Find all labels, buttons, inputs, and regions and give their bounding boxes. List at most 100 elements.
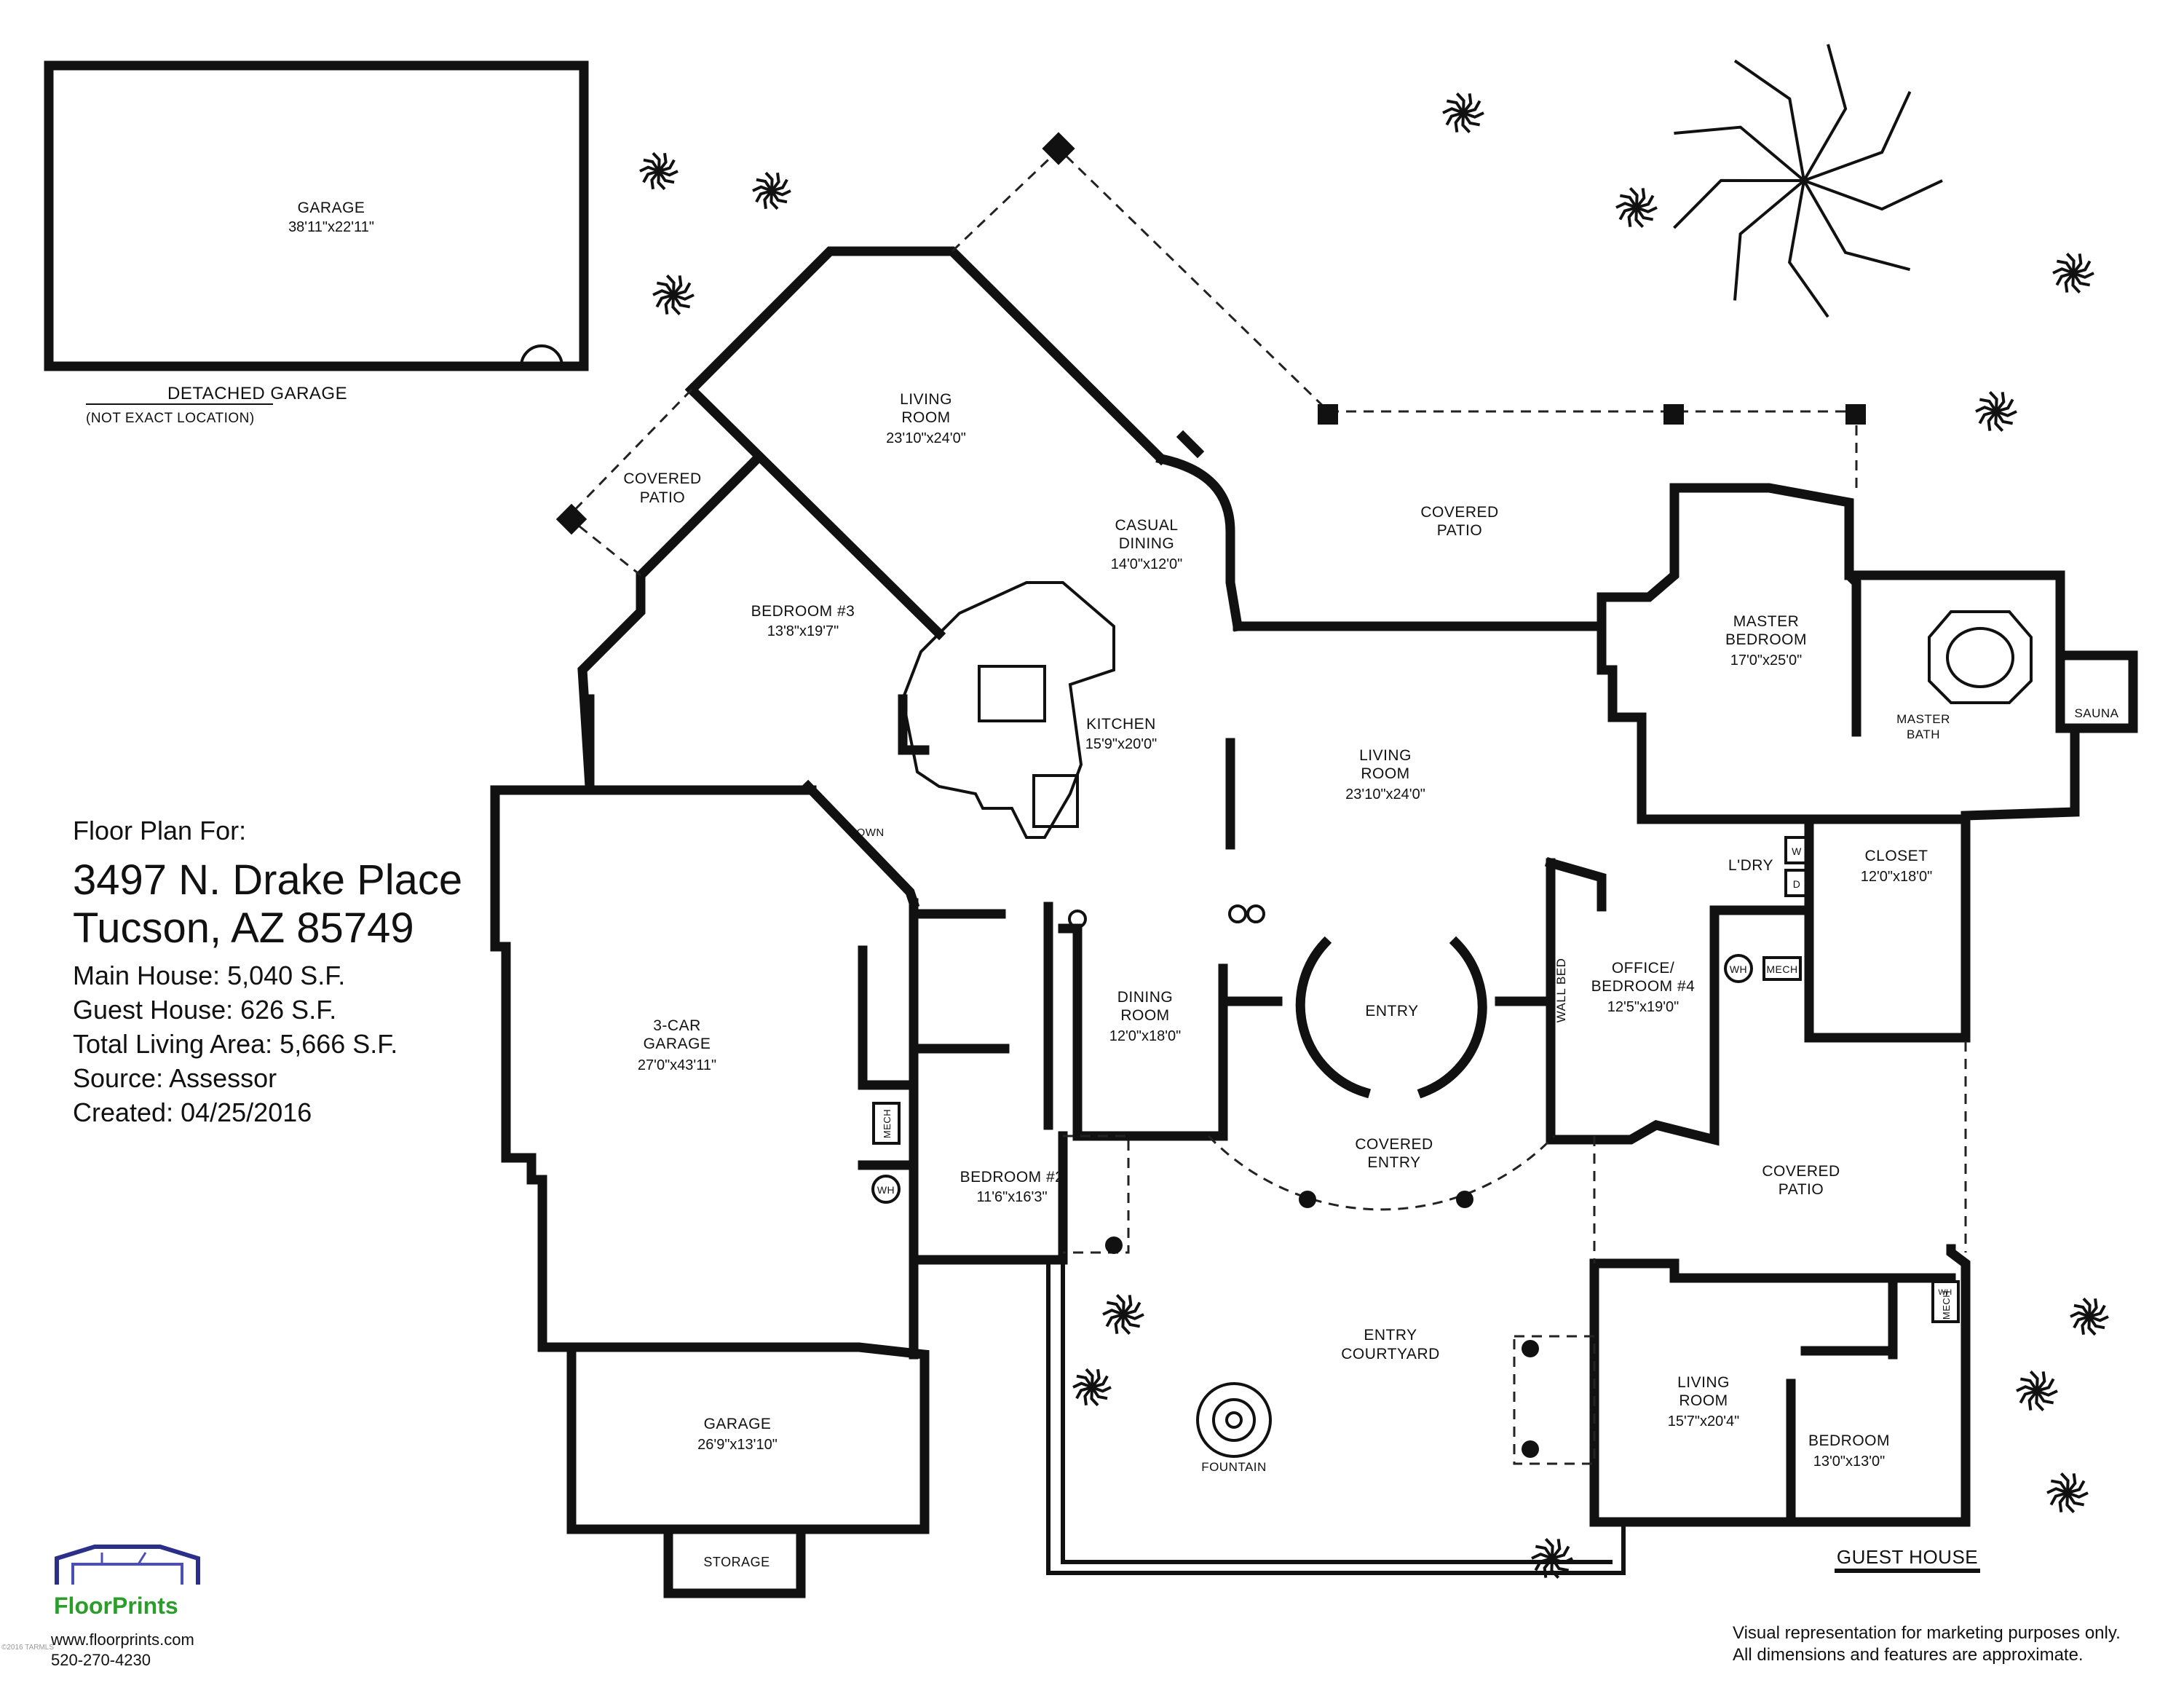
mech-label-laundry: MECH bbox=[1766, 963, 1797, 975]
living-center-name1: LIVING bbox=[1359, 747, 1412, 764]
casual-dining-dim: 14'0"x12'0" bbox=[1111, 556, 1183, 572]
covered-entry-name2: ENTRY bbox=[1367, 1154, 1420, 1171]
shrub-icon bbox=[1531, 1538, 1573, 1579]
casual-dining-name1: CASUAL bbox=[1115, 517, 1178, 534]
bedroom3-dim: 13'8"x19'7" bbox=[767, 623, 839, 639]
garage3-name2: GARAGE bbox=[644, 1036, 711, 1052]
phone-number: 520-270-4230 bbox=[51, 1651, 151, 1669]
office-dim: 12'5"x19'0" bbox=[1607, 999, 1679, 1015]
guest-house-sf: Guest House: 626 S.F. bbox=[73, 995, 337, 1025]
dining-room-name1: DINING bbox=[1117, 989, 1174, 1006]
covered-patio-w-name2: PATIO bbox=[640, 489, 685, 506]
dining-room-dim: 12'0"x18'0" bbox=[1109, 1028, 1182, 1044]
covered-patio-n-name2: PATIO bbox=[1437, 522, 1482, 539]
laundry-name: L'DRY bbox=[1728, 857, 1773, 874]
floorprints-logo: FloorPrints www.floorprints.com 520-270-… bbox=[51, 1542, 218, 1671]
large-tree-icon bbox=[1673, 44, 1943, 318]
floor-plan-for-label: Floor Plan For: bbox=[73, 816, 247, 845]
kitchen-name: KITCHEN bbox=[1086, 716, 1156, 733]
closet-dim: 12'0"x18'0" bbox=[1861, 869, 1933, 885]
shrub-icon bbox=[1442, 92, 1484, 133]
master-bedroom-name2: BEDROOM bbox=[1725, 631, 1807, 648]
fountain-label: FOUNTAIN bbox=[1201, 1460, 1267, 1474]
detached-garage-name: GARAGE bbox=[298, 200, 365, 216]
casual-dining-name2: DINING bbox=[1119, 535, 1175, 552]
guest-living-dim: 15'7"x20'4" bbox=[1668, 1413, 1740, 1429]
guest-house-walls bbox=[1589, 1244, 1971, 1527]
landscape-trees bbox=[639, 44, 2109, 1579]
copyright-text: ©2016 TARMLS bbox=[1, 1644, 55, 1652]
master-bedroom-name1: MASTER bbox=[1733, 613, 1800, 630]
wall-bed-label: WALL BED bbox=[1554, 958, 1568, 1023]
room-labels: GARAGE 38'11"x22'11" LIVING ROOM 23'10"x… bbox=[86, 200, 2118, 1573]
master-bedroom-dim: 17'0"x25'0" bbox=[1730, 652, 1803, 669]
tub-icon bbox=[1928, 610, 2033, 704]
shrub-icon bbox=[752, 171, 791, 210]
detached-garage-dim: 38'11"x22'11" bbox=[288, 219, 374, 235]
guest-bedroom-dim: 13'0"x13'0" bbox=[1813, 1454, 1886, 1470]
shrub-icon bbox=[1975, 391, 2017, 432]
garage-s-dim: 26'9"x13'10" bbox=[697, 1437, 778, 1453]
main-house-walls bbox=[490, 246, 2138, 1598]
mech-label-guest: MECH bbox=[1941, 1290, 1952, 1320]
wh-label-west: WH bbox=[877, 1184, 895, 1196]
entry-name: ENTRY bbox=[1365, 1003, 1418, 1019]
kitchen-dim: 15'9"x20'0" bbox=[1085, 736, 1158, 752]
dining-room-name2: ROOM bbox=[1120, 1007, 1169, 1024]
covered-patio-e-name2: PATIO bbox=[1779, 1181, 1824, 1198]
shrub-icon bbox=[639, 151, 678, 191]
garage-s-name: GARAGE bbox=[704, 1416, 772, 1432]
website-link[interactable]: www.floorprints.com bbox=[51, 1630, 194, 1649]
shrub-icon bbox=[1102, 1294, 1144, 1335]
living-center-name2: ROOM bbox=[1361, 765, 1409, 782]
guest-living-name1: LIVING bbox=[1677, 1374, 1730, 1391]
living-center-dim: 23'10"x24'0" bbox=[1345, 786, 1425, 802]
living-nw-name1: LIVING bbox=[900, 391, 952, 408]
shrub-icon bbox=[2070, 1297, 2109, 1336]
living-nw-name2: ROOM bbox=[901, 409, 950, 426]
wh-label-laundry: WH bbox=[1730, 963, 1747, 975]
garage3-dim: 27'0"x43'11" bbox=[638, 1057, 716, 1073]
data-source: Source: Assessor bbox=[73, 1063, 277, 1093]
dryer-label: D bbox=[1793, 878, 1801, 890]
shrub-icon bbox=[1615, 187, 1658, 228]
shrub-icon bbox=[2052, 253, 2094, 293]
brand-name: FloorPrints bbox=[54, 1593, 178, 1619]
shrub-icon bbox=[2016, 1370, 2058, 1411]
disclaimer-line2: All dimensions and features are approxim… bbox=[1733, 1645, 2084, 1665]
entry-courtyard-name1: ENTRY bbox=[1364, 1327, 1417, 1344]
mech-label-west: MECH bbox=[882, 1109, 893, 1138]
disclaimer-line1: Visual representation for marketing purp… bbox=[1733, 1623, 2121, 1643]
garage3-name1: 3-CAR bbox=[653, 1017, 701, 1034]
covered-patio-e-name1: COVERED bbox=[1762, 1163, 1840, 1180]
guest-living-name2: ROOM bbox=[1679, 1392, 1728, 1409]
bedroom2-dim: 11'6"x16'3" bbox=[976, 1189, 1047, 1205]
bedroom3-name: BEDROOM #3 bbox=[751, 603, 855, 620]
main-house-sf: Main House: 5,040 S.F. bbox=[73, 961, 346, 990]
stairs-down-label: DOWN bbox=[848, 827, 885, 839]
sauna-name: SAUNA bbox=[2074, 706, 2118, 720]
shrub-icon bbox=[652, 274, 695, 316]
entry-courtyard-name2: COURTYARD bbox=[1341, 1346, 1440, 1362]
office-name1: OFFICE/ bbox=[1612, 960, 1674, 977]
living-nw-dim: 23'10"x24'0" bbox=[886, 430, 966, 446]
guest-bedroom-name: BEDROOM bbox=[1808, 1432, 1890, 1449]
total-living-area: Total Living Area: 5,666 S.F. bbox=[73, 1029, 398, 1059]
office-name2: BEDROOM #4 bbox=[1591, 978, 1696, 995]
fountain-icon bbox=[1196, 1382, 1272, 1458]
detached-garage-note: (NOT EXACT LOCATION) bbox=[86, 411, 255, 426]
wh-label-guest: WH bbox=[1938, 1288, 1952, 1297]
detached-garage-title: DETACHED GARAGE bbox=[167, 384, 347, 403]
covered-patio-n-name1: COVERED bbox=[1420, 504, 1498, 521]
address-line2: Tucson, AZ 85749 bbox=[73, 904, 414, 952]
address-line1: 3497 N. Drake Place bbox=[73, 856, 463, 904]
washer-label: W bbox=[1792, 845, 1802, 857]
closet-name: CLOSET bbox=[1864, 848, 1928, 864]
shrub-icon bbox=[2046, 1472, 2089, 1513]
property-info: Floor Plan For: 3497 N. Drake Place Tucs… bbox=[73, 816, 462, 1129]
covered-patio-w-name1: COVERED bbox=[623, 470, 701, 487]
master-bath-name2: BATH bbox=[1907, 727, 1940, 741]
guest-house-title: GUEST HOUSE bbox=[1837, 1546, 1978, 1568]
covered-entry-name1: COVERED bbox=[1355, 1136, 1433, 1153]
